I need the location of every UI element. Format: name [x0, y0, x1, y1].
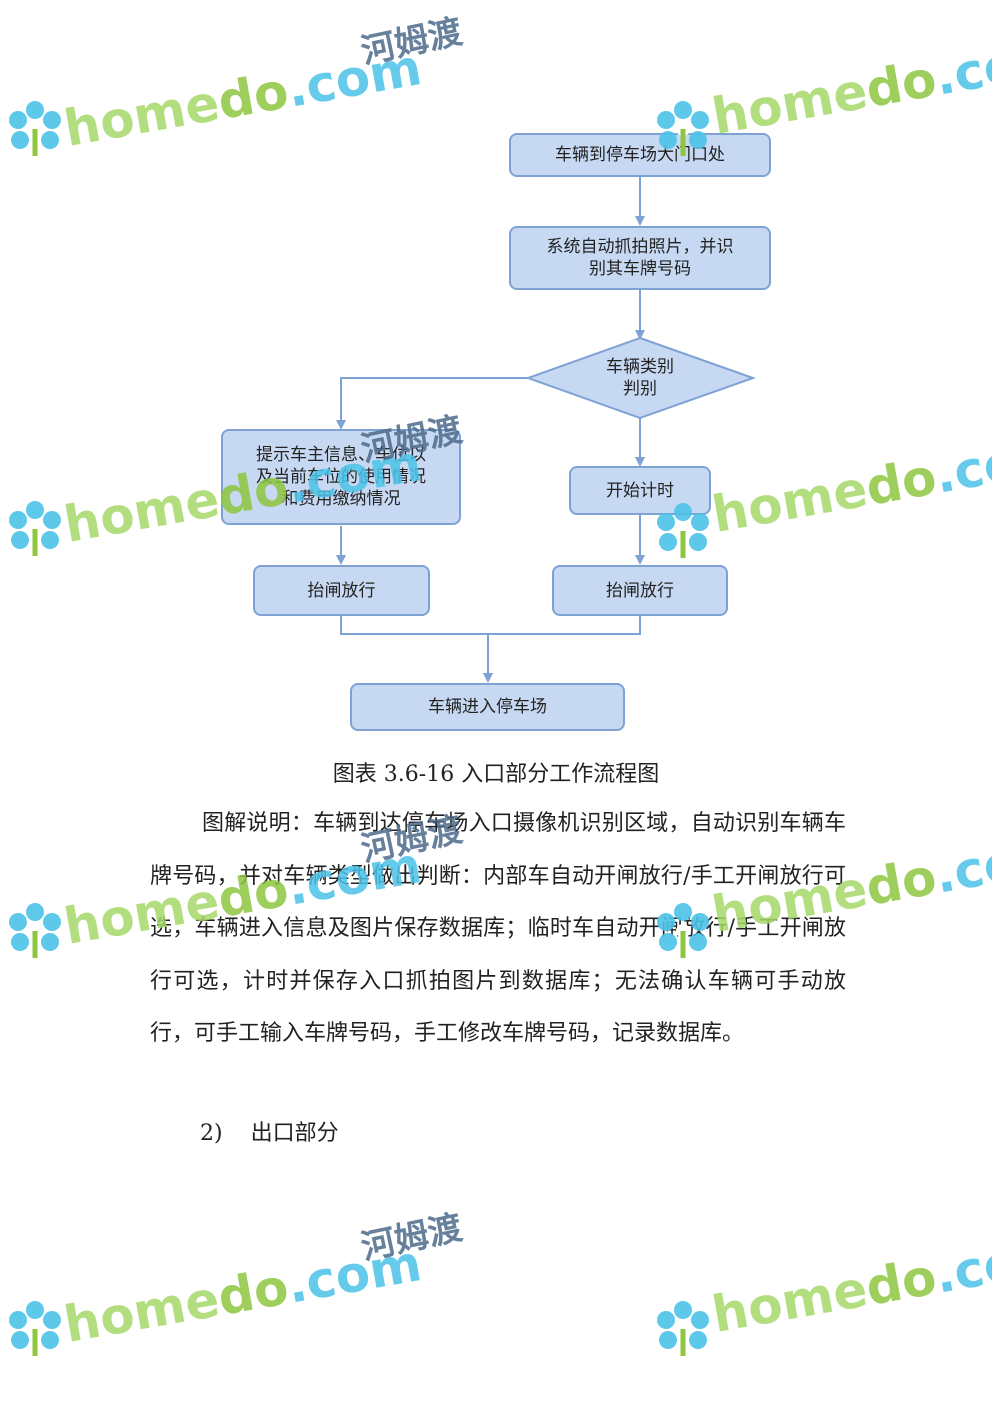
node-owner-info: 提示车主信息、车位以 及当前车位的使用情况 和费用缴纳情况 — [221, 429, 461, 525]
watermark-logo-text: homedo.com — [707, 1224, 992, 1344]
merge-line — [340, 615, 641, 635]
watermark-logo-cn: 河姆渡 — [357, 1207, 466, 1269]
node-left-gate-open: 抬闸放行 — [253, 565, 430, 616]
arrow-decision-to-left — [336, 377, 528, 430]
figure-caption: 图表 3.6-16 入口部分工作流程图 — [332, 762, 660, 787]
watermark-flower-icon — [9, 903, 61, 958]
subheading-number: 2) — [200, 1121, 223, 1146]
node-arrive-gate: 车辆到停车场大门口处 — [509, 133, 771, 177]
section-subheading: 2) 出口部分 — [200, 1115, 339, 1147]
watermark-flower-icon — [9, 1301, 61, 1356]
node-start-timer: 开始计时 — [569, 466, 711, 515]
watermark-flower-icon — [657, 1301, 709, 1356]
subheading-title: 出口部分 — [250, 1121, 339, 1146]
node-right-gate-open: 抬闸放行 — [552, 565, 728, 616]
decision-diamond — [525, 336, 756, 420]
node-auto-capture: 系统自动抓拍照片，并识 别其车牌号码 — [509, 226, 771, 290]
node-enter-parking: 车辆进入停车场 — [350, 683, 625, 731]
body-paragraph: 图解说明：车辆到达停车场入口摄像机识别区域，自动识别车辆车牌号码，并对车辆类型做… — [150, 811, 846, 1046]
flowchart-connectors — [336, 176, 756, 683]
node-vehicle-type-decision: 车辆类别 判别 — [606, 357, 674, 399]
watermark-logo-text: homedo.com — [59, 1234, 426, 1354]
